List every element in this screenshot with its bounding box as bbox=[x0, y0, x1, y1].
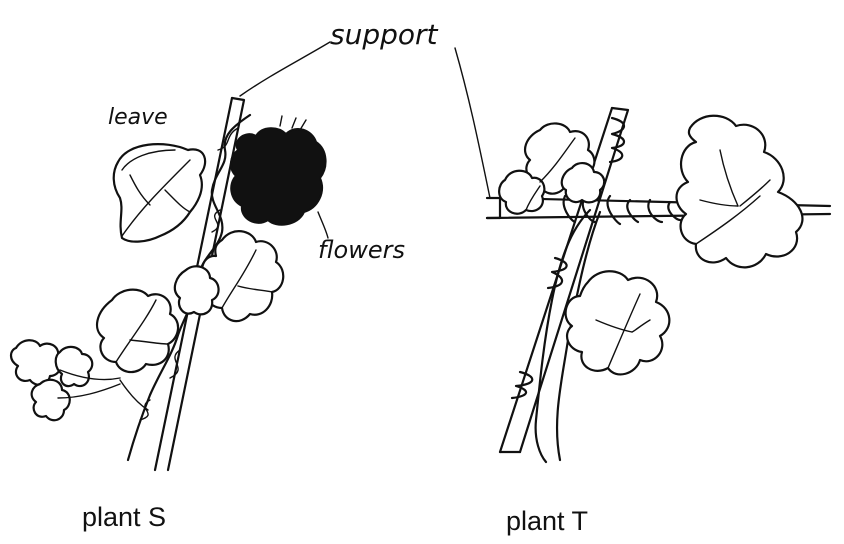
plant-s-caption: plant S bbox=[82, 502, 166, 533]
plant-s-leaf-upper bbox=[114, 144, 205, 241]
plant-t-caption: plant T bbox=[506, 506, 588, 537]
support-pointer-line-t bbox=[455, 48, 490, 198]
support-label: support bbox=[330, 18, 439, 51]
plant-s-leaf-lower bbox=[97, 290, 178, 372]
plant-t-leaf-lower bbox=[566, 271, 670, 374]
flowers-label: flowers bbox=[318, 236, 405, 264]
plant-t-leaf-right bbox=[677, 116, 803, 268]
plant-s bbox=[11, 42, 330, 470]
flowers-pointer-line bbox=[318, 212, 328, 238]
plant-s-leaf-middle bbox=[175, 231, 283, 321]
plant-t bbox=[455, 48, 830, 462]
plant-s-flowers bbox=[231, 116, 326, 225]
support-pointer-line-s bbox=[240, 42, 330, 96]
leave-label: leave bbox=[108, 105, 168, 130]
